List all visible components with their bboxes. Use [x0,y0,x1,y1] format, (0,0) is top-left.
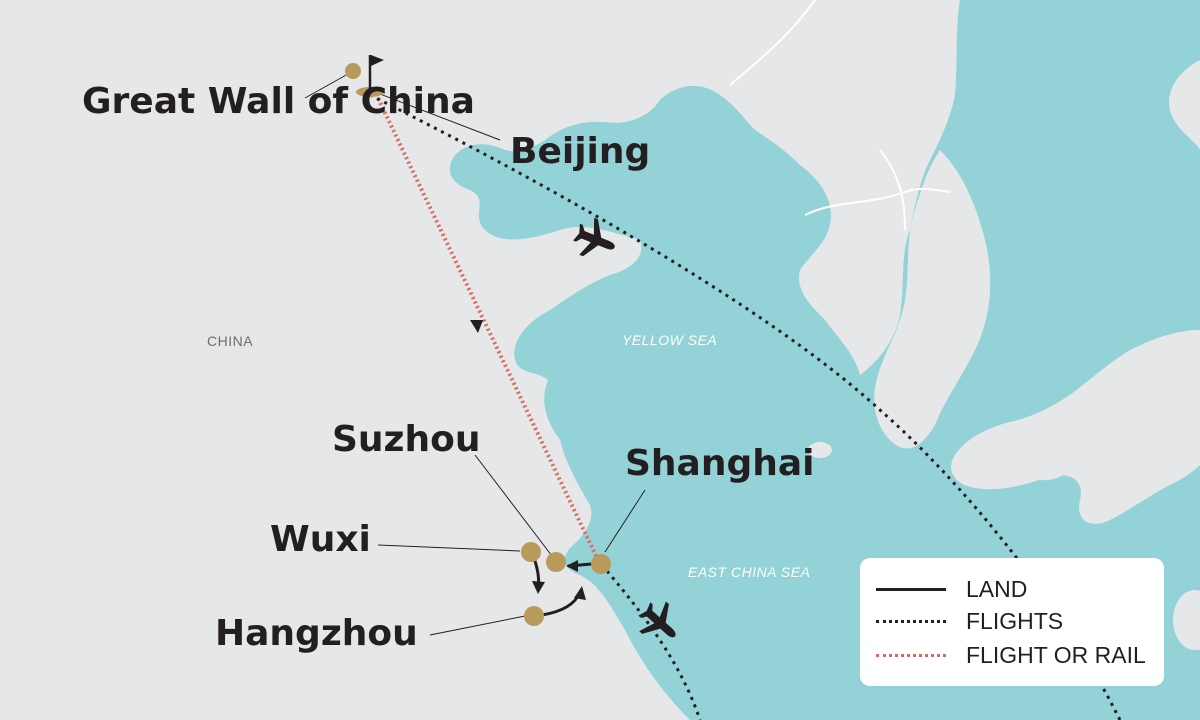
label-wuxi: Wuxi [270,519,371,560]
leader-line [604,489,646,553]
route-arrow [470,320,483,333]
country-border [879,149,906,231]
sea-area [449,0,1200,720]
island-land [1169,0,1200,150]
legend-item-land: LAND [860,574,1164,604]
legend-label-flight-or-rail: FLIGHT OR RAIL [966,642,1146,668]
route-arrow [574,586,586,600]
stop-marker-hangzhou [524,606,544,626]
country-border [804,187,951,216]
leader-line [304,73,349,99]
flight-or-rail-route [374,93,600,561]
label-beijing: Beijing [510,131,651,172]
island-land [808,442,832,458]
legend-swatch-flight-or-rail [876,654,946,657]
island-land [951,330,1200,524]
legend-item-flights: FLIGHTS [860,606,1164,636]
flight-route [600,564,702,720]
country-border [729,0,816,86]
label-china: CHINA [207,333,254,349]
leader-line [474,454,553,557]
leader-line [377,544,521,552]
label-east-china-sea: EAST CHINA SEA [688,564,811,580]
label-shanghai: Shanghai [625,443,815,484]
stop-marker-suzhou [546,552,566,572]
flight-route [369,93,1122,720]
label-hangzhou: Hangzhou [215,613,418,654]
island-land [1173,590,1200,650]
leader-line [379,93,501,141]
flag-icon [368,55,384,92]
label-yellow-sea: YELLOW SEA [622,332,718,348]
peninsula-land [874,150,991,449]
legend-box: LAND FLIGHTS FLIGHT OR RAIL [860,558,1164,686]
legend-swatch-land [876,588,946,591]
route-arrow [532,581,545,594]
label-suzhou: Suzhou [332,419,481,460]
label-great-wall: Great Wall of China [82,81,475,122]
legend-item-flight-or-rail: FLIGHT OR RAIL [860,640,1164,670]
leader-line [429,615,526,636]
legend-label-flights: FLIGHTS [966,608,1064,634]
island-land [1011,436,1071,481]
route-arrow [566,560,578,572]
legend-swatch-flights [876,620,946,623]
stop-marker-shanghai [591,554,611,574]
legend-label-land: LAND [966,576,1028,602]
stop-marker-wuxi [521,542,541,562]
stop-marker-great-wall [345,63,361,79]
